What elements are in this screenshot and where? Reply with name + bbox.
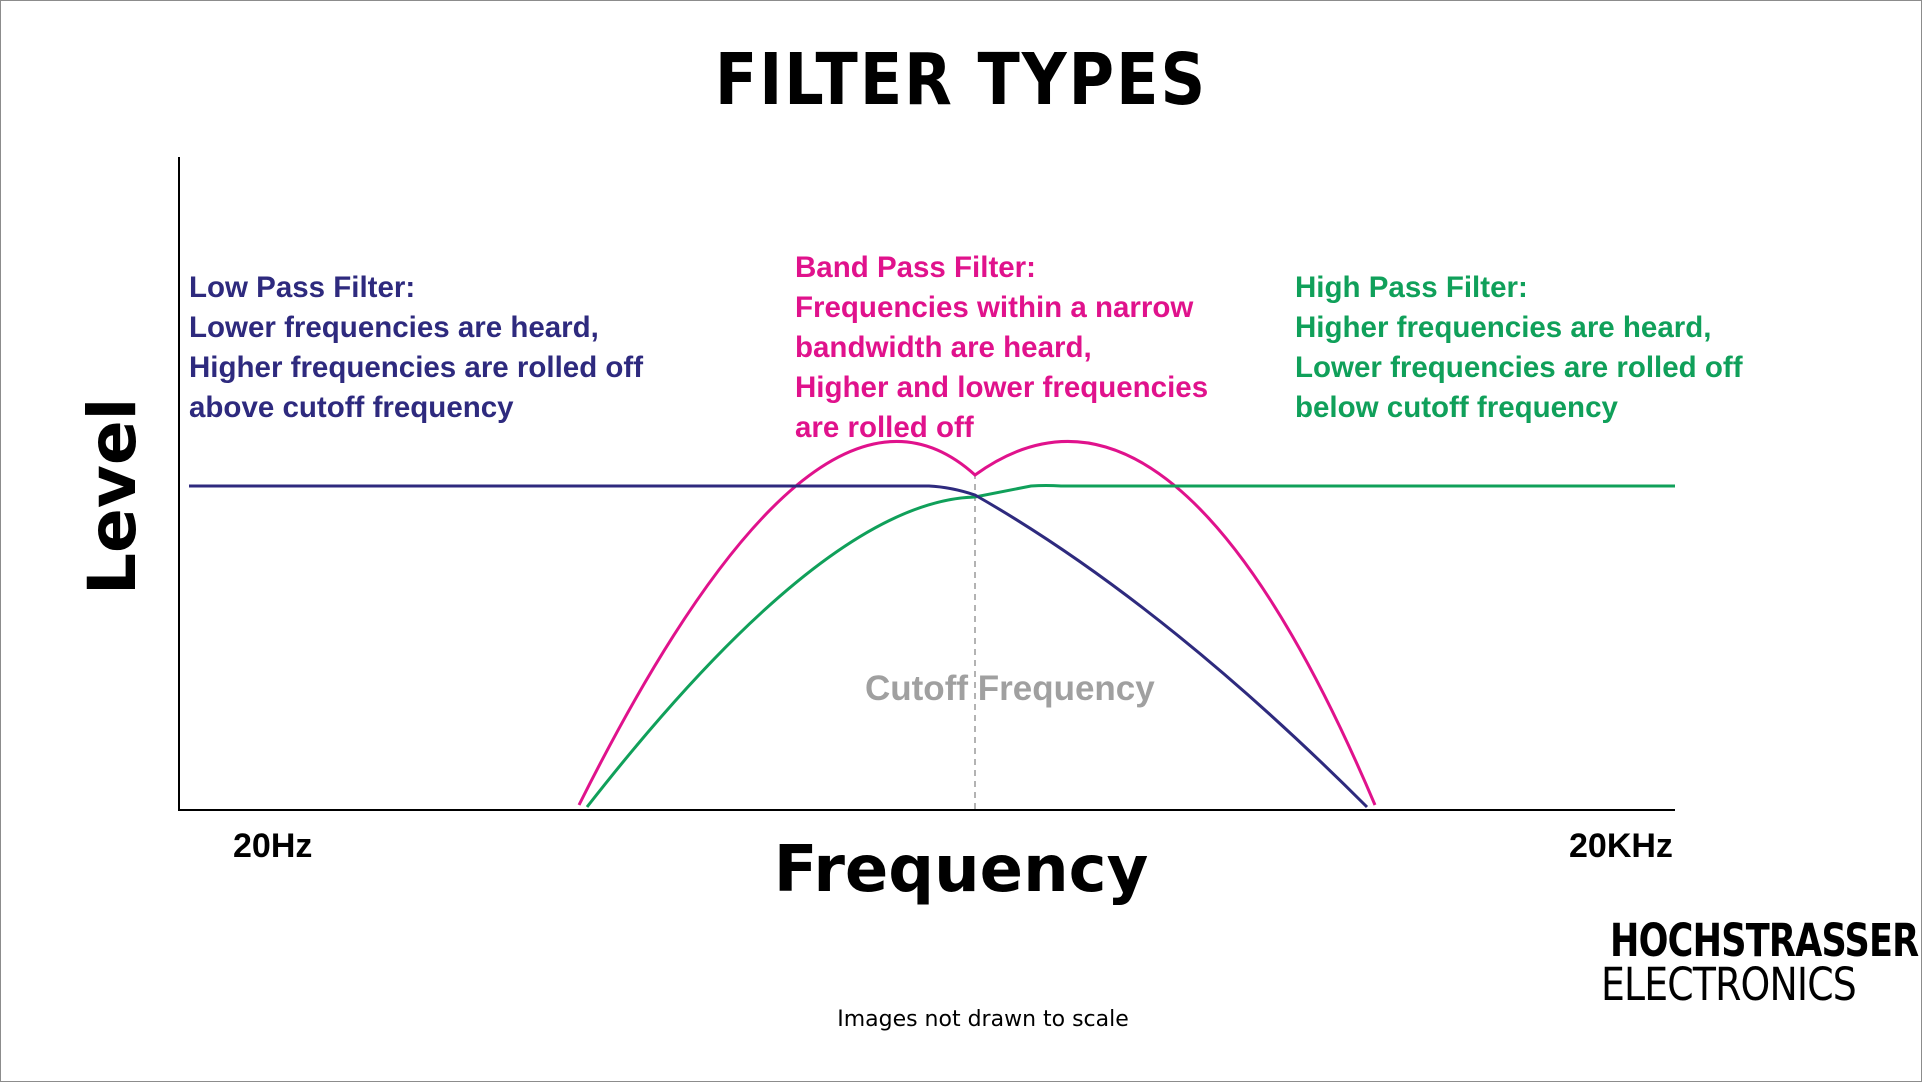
scale-footnote: Images not drawn to scale [837, 1007, 1129, 1032]
high-pass-description: High Pass Filter: Higher frequencies are… [1295, 268, 1743, 428]
logo-line-2: ELECTRONICS [1601, 958, 1857, 1011]
high-pass-line: Lower frequencies are rolled off [1295, 351, 1743, 384]
band-pass-line: are rolled off [795, 411, 974, 444]
high-pass-curve [585, 484, 1675, 808]
band-pass-line: Frequencies within a narrow [795, 291, 1194, 324]
x-tick-label-high: 20KHz [1569, 827, 1673, 865]
band-pass-description: Band Pass Filter: Frequencies within a n… [795, 248, 1208, 448]
low-pass-line: Low Pass Filter: [189, 271, 416, 304]
low-pass-line: Lower frequencies are heard, [189, 311, 599, 344]
logo-line-1: HOCHSTRASSER [1610, 914, 1919, 967]
high-pass-line: Higher frequencies are heard, [1295, 311, 1712, 344]
x-tick-label-low: 20Hz [233, 827, 313, 865]
band-pass-line: bandwidth are heard, [795, 331, 1092, 364]
diagram-title: FILTER TYPES [714, 37, 1208, 122]
cutoff-frequency-label: Cutoff Frequency [865, 669, 1155, 708]
band-pass-curve [577, 439, 1377, 806]
low-pass-line: Higher frequencies are rolled off [189, 351, 644, 384]
high-pass-line: High Pass Filter: [1295, 271, 1528, 304]
band-pass-line: Band Pass Filter: [795, 251, 1036, 284]
low-pass-curve [189, 484, 1369, 809]
low-pass-description: Low Pass Filter: Lower frequencies are h… [189, 268, 643, 428]
company-logo: HOCHSTRASSER ELECTRONICS [1577, 914, 1919, 1011]
high-pass-line: below cutoff frequency [1295, 391, 1618, 424]
x-axis-label: Frequency [773, 833, 1149, 907]
low-pass-line: above cutoff frequency [189, 391, 514, 424]
y-axis-label: Level [74, 397, 151, 595]
band-pass-line: Higher and lower frequencies [795, 371, 1209, 404]
